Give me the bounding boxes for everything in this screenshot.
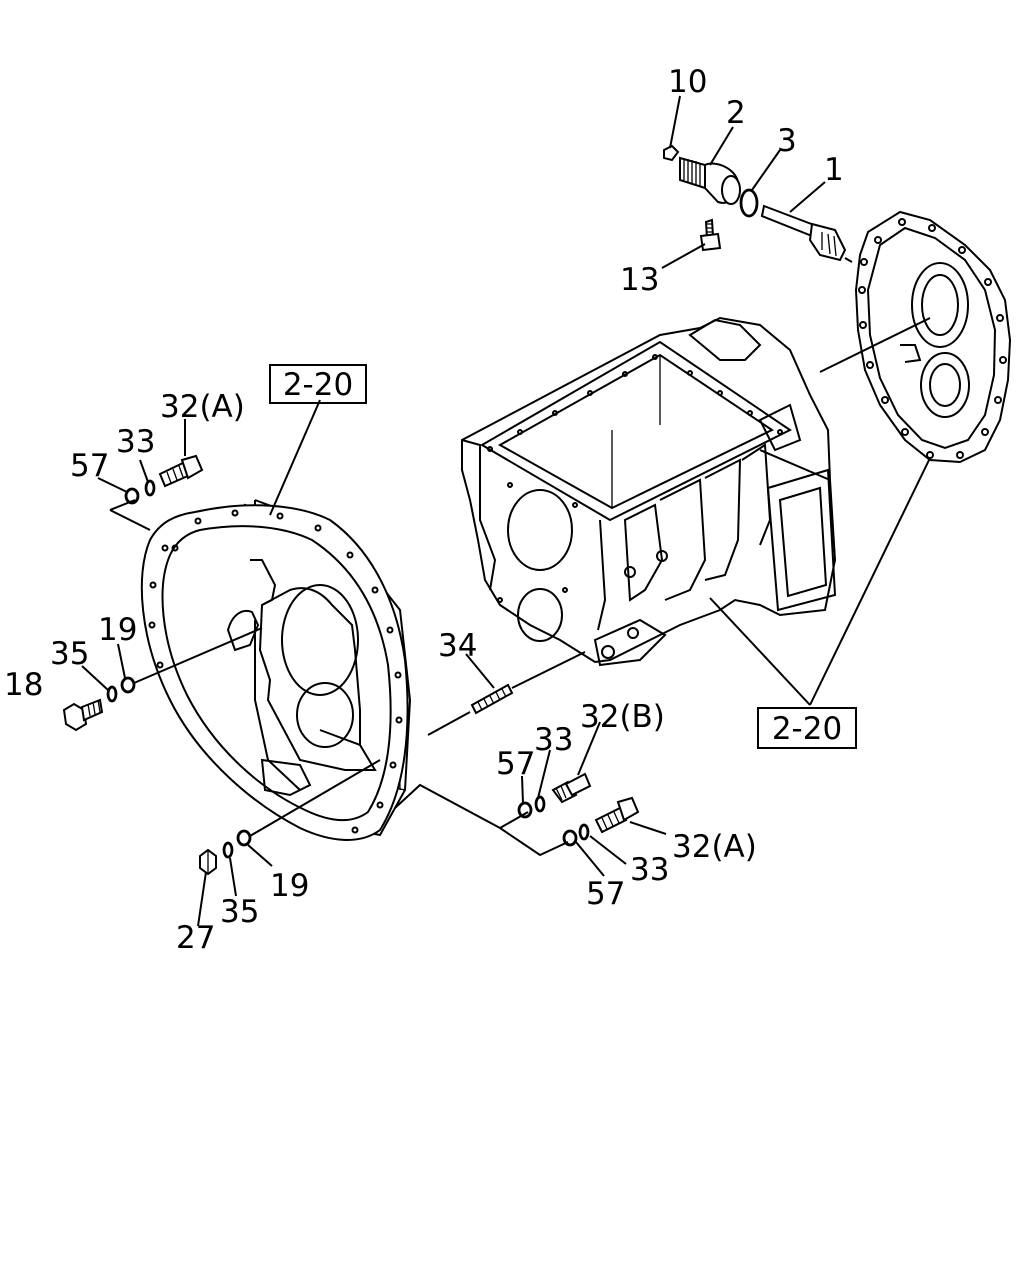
callout-33-bottom: 33 (630, 852, 669, 888)
rear-cover (854, 210, 1012, 464)
washer-19-left (120, 676, 136, 694)
bolt-32a-top (158, 454, 204, 488)
reference-label: 2-20 (772, 711, 842, 747)
bolt-32a-bottom (594, 796, 640, 834)
reference-box-left: 2-20 (269, 364, 367, 404)
callout-18: 18 (4, 667, 43, 703)
nut-27 (199, 848, 217, 876)
callout-1: 1 (824, 152, 844, 188)
clutch-housing (140, 499, 412, 841)
sensor-2 (679, 156, 741, 205)
lock-washer-33-mid (534, 795, 546, 813)
callout-19-left: 19 (98, 612, 137, 648)
reference-box-right: 2-20 (757, 707, 857, 749)
plug-10 (663, 144, 680, 162)
shaft-1 (760, 204, 847, 262)
lock-washer-35-bottom (222, 841, 234, 859)
transmission-case (461, 316, 837, 667)
lock-washer-33-top (144, 479, 156, 497)
callout-34: 34 (438, 628, 477, 664)
callout-27: 27 (176, 920, 215, 956)
callout-32a-top: 32(A) (160, 389, 245, 425)
callout-57-top: 57 (70, 448, 109, 484)
lock-washer-35-left (106, 685, 118, 703)
callout-32a-bottom: 32(A) (672, 829, 757, 865)
callout-10: 10 (668, 64, 707, 100)
callout-57-mid: 57 (496, 746, 535, 782)
callout-13: 13 (620, 262, 659, 298)
callout-57-bottom: 57 (586, 876, 625, 912)
callout-2: 2 (726, 95, 746, 131)
washer-57-top (124, 487, 140, 505)
bolt-32b (551, 772, 592, 804)
callout-33-top: 33 (116, 424, 155, 460)
callout-33-mid: 33 (534, 722, 573, 758)
callout-labels: 10 2 3 1 13 32(A) 33 57 19 35 18 34 32(B… (4, 64, 844, 956)
stud-34 (470, 683, 514, 715)
callout-19-bottom: 19 (270, 868, 309, 904)
bolt-18 (62, 698, 104, 732)
assembly-lines (81, 95, 931, 927)
o-ring-3 (739, 188, 759, 218)
washer-57-mid (517, 801, 533, 819)
callout-32b: 32(B) (580, 699, 665, 735)
reference-label: 2-20 (283, 367, 353, 403)
callout-35-bottom: 35 (220, 894, 259, 930)
washer-57-bottom (562, 829, 578, 847)
callout-3: 3 (777, 123, 797, 159)
lock-washer-33-bottom (578, 823, 590, 841)
bolt-13 (699, 218, 722, 252)
callout-35-left: 35 (50, 636, 89, 672)
washer-19-bottom (236, 829, 252, 847)
